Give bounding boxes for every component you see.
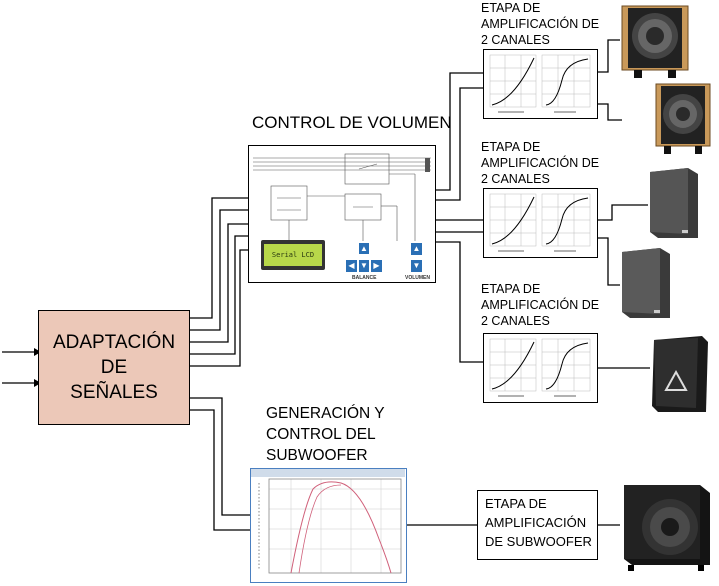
amp-stage-3-graphs bbox=[489, 338, 591, 397]
volume-control-board: Serial LCD ▲ ◀ ▼ ▶ BALANCE ▲ ▼ VOLUMEN bbox=[248, 145, 436, 283]
lcd-screen: Serial LCD bbox=[264, 244, 322, 266]
wood-speaker-2-icon bbox=[655, 83, 711, 154]
subwoofer-response-graph bbox=[251, 469, 405, 574]
amp-stage-3-title-line-1: ETAPA DE bbox=[481, 282, 541, 296]
balance-right-button[interactable]: ▶ bbox=[371, 260, 382, 272]
subwoofer-response-plot bbox=[250, 468, 407, 583]
balance-label: BALANCE bbox=[352, 275, 377, 281]
amp-stage-3-title-line-3: 2 CANALES bbox=[481, 314, 550, 328]
pa-speaker-icon bbox=[652, 336, 708, 412]
amp-stage-2-title: ETAPA DE AMPLIFICACIÓN DE 2 CANALES bbox=[481, 139, 599, 187]
subwoofer-gen-title-line-3: SUBWOOFER bbox=[266, 447, 368, 464]
volume-control-schematic bbox=[253, 153, 431, 241]
subwoofer-stage-line-3: DE SUBWOOFER bbox=[485, 534, 592, 549]
volume-label: VOLUMEN bbox=[405, 275, 430, 281]
subwoofer-gen-title-line-2: CONTROL DEL bbox=[266, 426, 376, 443]
volume-down-button[interactable]: ▼ bbox=[411, 260, 422, 272]
balance-down-button[interactable]: ▼ bbox=[359, 260, 369, 272]
amp-stage-1-title-line-1: ETAPA DE bbox=[481, 1, 541, 15]
amp-stage-2-panel bbox=[483, 188, 598, 258]
signal-adaptation-block: ADAPTACIÓN DE SEÑALES bbox=[38, 310, 190, 425]
amp-stage-1-panel bbox=[483, 49, 598, 119]
volume-control-title: CONTROL DE VOLUMEN bbox=[252, 113, 452, 132]
amp-stage-2-graphs bbox=[489, 193, 591, 252]
bookshelf-speaker-2-icon bbox=[622, 248, 670, 318]
subwoofer-stage-line-1: ETAPA DE bbox=[485, 496, 547, 511]
lcd-module: Serial LCD bbox=[261, 240, 325, 270]
subwoofer-gen-title: GENERACIÓN Y CONTROL DEL SUBWOOFER bbox=[266, 403, 385, 466]
adaptation-line-3: SEÑALES bbox=[70, 382, 158, 403]
amp-stage-1-graphs bbox=[489, 54, 591, 113]
wood-speaker-1-icon bbox=[621, 5, 689, 78]
subwoofer-amp-stage-block: ETAPA DE AMPLIFICACIÓN DE SUBWOOFER bbox=[477, 490, 598, 560]
subwoofer-speaker-icon bbox=[624, 485, 710, 571]
bookshelf-speaker-1-icon bbox=[650, 168, 698, 238]
adaptation-line-2: DE bbox=[100, 357, 128, 378]
amp-stage-2-title-line-2: AMPLIFICACIÓN DE bbox=[481, 156, 600, 170]
amp-stage-3-title: ETAPA DE AMPLIFICACIÓN DE 2 CANALES bbox=[481, 281, 599, 329]
amp-stage-1-title-line-2: AMPLIFICACIÓN DE bbox=[481, 17, 600, 31]
balance-up-button[interactable]: ▲ bbox=[359, 243, 369, 254]
volume-up-button[interactable]: ▲ bbox=[411, 243, 422, 255]
amp-stage-3-panel bbox=[483, 333, 598, 403]
subwoofer-gen-title-line-1: GENERACIÓN Y bbox=[266, 405, 385, 422]
adaptation-line-1: ADAPTACIÓN bbox=[52, 332, 176, 353]
amp-stage-2-title-line-1: ETAPA DE bbox=[481, 140, 541, 154]
amp-stage-2-title-line-3: 2 CANALES bbox=[481, 172, 550, 186]
amp-stage-1-title: ETAPA DE AMPLIFICACIÓN DE 2 CANALES bbox=[481, 0, 599, 48]
amp-stage-3-title-line-2: AMPLIFICACIÓN DE bbox=[481, 298, 600, 312]
balance-left-button[interactable]: ◀ bbox=[346, 260, 357, 272]
subwoofer-stage-line-2: AMPLIFICACIÓN bbox=[485, 515, 587, 530]
amp-stage-1-title-line-3: 2 CANALES bbox=[481, 33, 550, 47]
